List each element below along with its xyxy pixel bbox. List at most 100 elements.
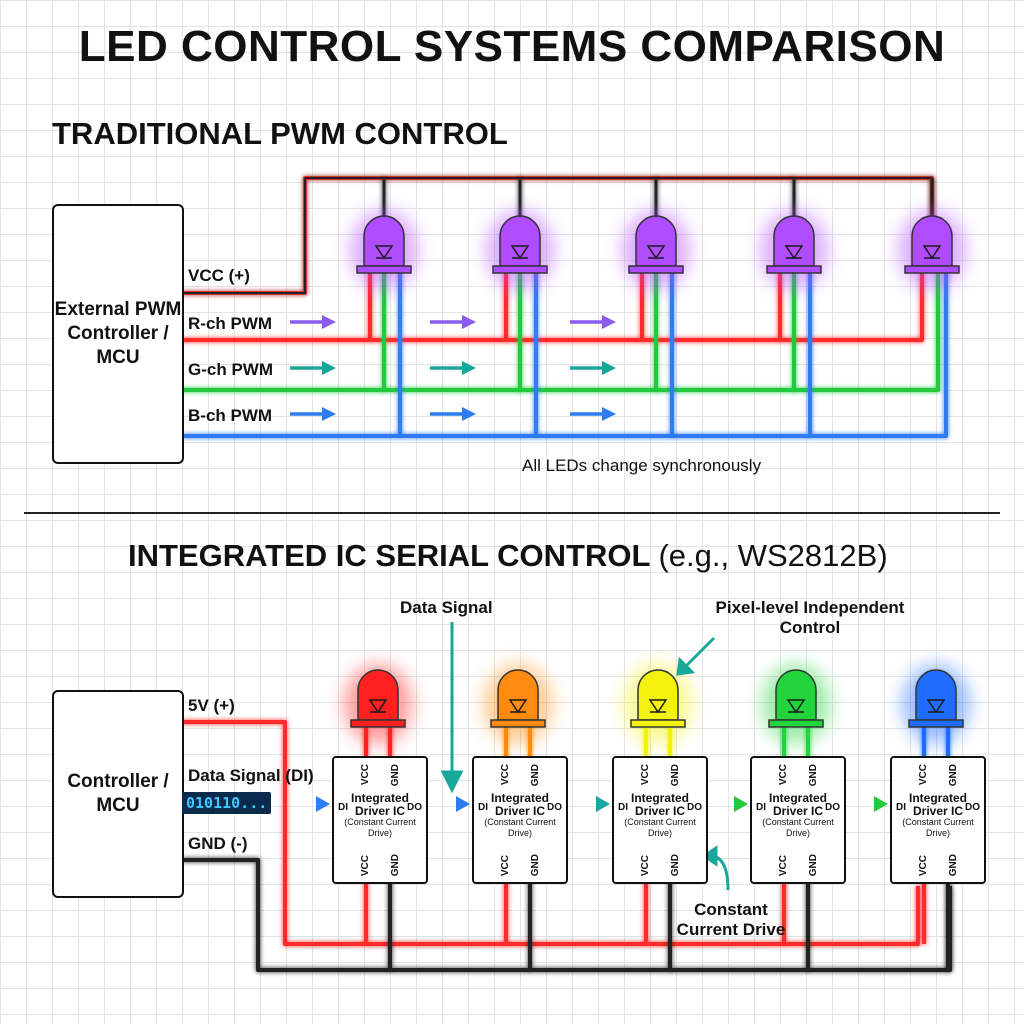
ic-name: Integrated Driver IC <box>630 791 689 818</box>
b-channel-arrow <box>570 407 616 421</box>
pwm-r-label: R-ch PWM <box>188 314 273 333</box>
ic-pin-gnd-top: GND <box>670 764 681 787</box>
ic-pin-do: DO <box>825 802 840 813</box>
ic-name: Integrated Driver IC <box>908 791 967 818</box>
data-link-5 <box>846 796 888 812</box>
r-channel-arrow <box>570 315 616 329</box>
pixel-led-3 <box>624 664 692 744</box>
pixel-led-4 <box>762 664 830 744</box>
ic-pin-gnd-top: GND <box>808 764 819 787</box>
ic-pin-gnd-bottom: GND <box>670 853 681 876</box>
serial-title-example: (e.g., WS2812B) <box>658 538 888 573</box>
ic-pin-do: DO <box>407 802 422 813</box>
serial-controller-label: Controller / MCU <box>67 771 169 816</box>
ic-pin-do: DO <box>965 802 980 813</box>
serial-leds <box>344 664 970 744</box>
g-channel-arrow <box>430 361 476 375</box>
pwm-controller-label: External PWM Controller / MCU <box>54 299 182 368</box>
pwm-led-4 <box>760 210 828 290</box>
ic-subtitle: (Constant Current Drive) <box>762 817 834 838</box>
serial-5v-label: 5V (+) <box>188 696 235 715</box>
data-link-3 <box>566 796 610 812</box>
serial-data-label: Data Signal (DI) <box>188 766 314 785</box>
pwm-led-5 <box>898 210 966 290</box>
pwm-leds <box>350 210 966 290</box>
ic-pin-gnd-top: GND <box>530 764 541 787</box>
ic-pin-gnd-top: GND <box>948 764 959 787</box>
ic-pin-vcc-bottom: VCC <box>918 854 929 876</box>
ic-name: Integrated Driver IC <box>350 791 409 818</box>
section-divider <box>24 512 1000 514</box>
data-link-2 <box>426 796 470 812</box>
ic-body: Integrated Driver IC(Constant Current Dr… <box>484 792 556 838</box>
pixel-led-1 <box>344 664 412 744</box>
main-title: LED CONTROL SYSTEMS COMPARISON <box>78 22 946 71</box>
data-bits: 010110... <box>182 792 272 814</box>
ic-pin-vcc-top: VCC <box>918 764 929 786</box>
serial-controller-box: Controller / MCU <box>52 690 184 898</box>
b-channel-arrow <box>430 407 476 421</box>
pwm-sync-note: All LEDs change synchronously <box>522 456 762 475</box>
ic-pin-di: DI <box>756 802 766 813</box>
pwm-signal-arrows <box>290 315 616 421</box>
data-link-4 <box>706 796 748 812</box>
b-channel-arrow <box>290 407 336 421</box>
ic-pin-di: DI <box>896 802 906 813</box>
serial-data-links <box>270 796 888 812</box>
r-channel-arrow <box>430 315 476 329</box>
pixel-led-2 <box>484 664 552 744</box>
ic-pin-gnd-bottom: GND <box>948 853 959 876</box>
r-channel-arrow <box>290 315 336 329</box>
current-drive-callout: Constant Current Drive <box>676 900 786 939</box>
serial-gnd-label: GND (-) <box>188 834 248 853</box>
ic-pin-gnd-bottom: GND <box>808 853 819 876</box>
data-signal-callout: Data Signal <box>400 598 493 617</box>
pwm-led-legs <box>368 178 934 436</box>
pwm-vcc-label: VCC (+) <box>188 266 250 285</box>
pwm-g-wire <box>182 272 940 392</box>
pwm-b-label: B-ch PWM <box>188 406 273 425</box>
ic-pin-vcc-top: VCC <box>640 764 651 786</box>
ic-body: Integrated Driver IC(Constant Current Dr… <box>762 792 834 838</box>
ic-name: Integrated Driver IC <box>768 791 827 818</box>
ic-pin-vcc-bottom: VCC <box>500 854 511 876</box>
pwm-led-1 <box>350 210 418 290</box>
ic-pin-vcc-bottom: VCC <box>778 854 789 876</box>
ic-pin-gnd-top: GND <box>390 764 401 787</box>
g-channel-arrow <box>570 361 616 375</box>
ic-subtitle: (Constant Current Drive) <box>624 817 696 838</box>
pwm-g-label: G-ch PWM <box>188 360 273 379</box>
ic-subtitle: (Constant Current Drive) <box>344 817 416 838</box>
serial-title-main: INTEGRATED IC SERIAL CONTROL <box>128 538 650 573</box>
ic-pin-vcc-top: VCC <box>778 764 789 786</box>
g-channel-arrow <box>290 361 336 375</box>
ic-name: Integrated Driver IC <box>490 791 549 818</box>
serial-section-title: INTEGRATED IC SERIAL CONTROL (e.g., WS28… <box>128 538 888 574</box>
ic-body: Integrated Driver IC(Constant Current Dr… <box>344 792 416 838</box>
pixel-led-5 <box>902 664 970 744</box>
ic-pin-di: DI <box>478 802 488 813</box>
ic-pin-di: DI <box>618 802 628 813</box>
ic-pin-gnd-bottom: GND <box>530 853 541 876</box>
pixel-control-callout-arrow <box>684 636 716 668</box>
ic-subtitle: (Constant Current Drive) <box>902 817 974 838</box>
ic-pin-do: DO <box>547 802 562 813</box>
pixel-control-callout: Pixel-level Independent Control <box>715 598 905 637</box>
ic-subtitle: (Constant Current Drive) <box>484 817 556 838</box>
pwm-led-2 <box>486 210 554 290</box>
pwm-b-wire <box>182 272 948 438</box>
ic-pin-do: DO <box>687 802 702 813</box>
ic-pin-di: DI <box>338 802 348 813</box>
ic-pin-vcc-bottom: VCC <box>360 854 371 876</box>
ic-pin-vcc-bottom: VCC <box>640 854 651 876</box>
ic-pin-vcc-top: VCC <box>360 764 371 786</box>
serial-5v-wire <box>182 720 920 946</box>
ic-pin-gnd-bottom: GND <box>390 853 401 876</box>
pwm-r-wire <box>182 272 924 342</box>
